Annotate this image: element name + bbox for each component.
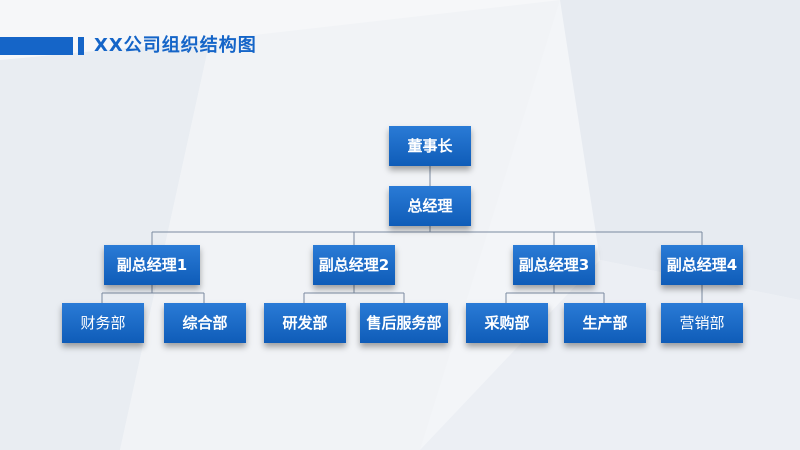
- node-chairman: 董事长: [389, 126, 471, 166]
- header-accent-bar: [0, 37, 73, 55]
- node-dept-production: 生产部: [564, 303, 646, 343]
- header-accent-tick: [78, 37, 84, 55]
- node-dept-after-sales: 售后服务部: [360, 303, 448, 343]
- node-general-manager: 总经理: [389, 186, 471, 226]
- node-vp1: 副总经理1: [104, 245, 200, 285]
- node-vp4: 副总经理4: [661, 245, 743, 285]
- node-vp2: 副总经理2: [313, 245, 395, 285]
- node-vp3: 副总经理3: [513, 245, 595, 285]
- node-dept-marketing: 营销部: [661, 303, 743, 343]
- node-dept-rnd: 研发部: [264, 303, 346, 343]
- node-dept-finance: 财务部: [62, 303, 144, 343]
- node-dept-general-affairs: 综合部: [164, 303, 246, 343]
- node-dept-procurement: 采购部: [466, 303, 548, 343]
- page-title: XX公司组织结构图: [94, 35, 257, 56]
